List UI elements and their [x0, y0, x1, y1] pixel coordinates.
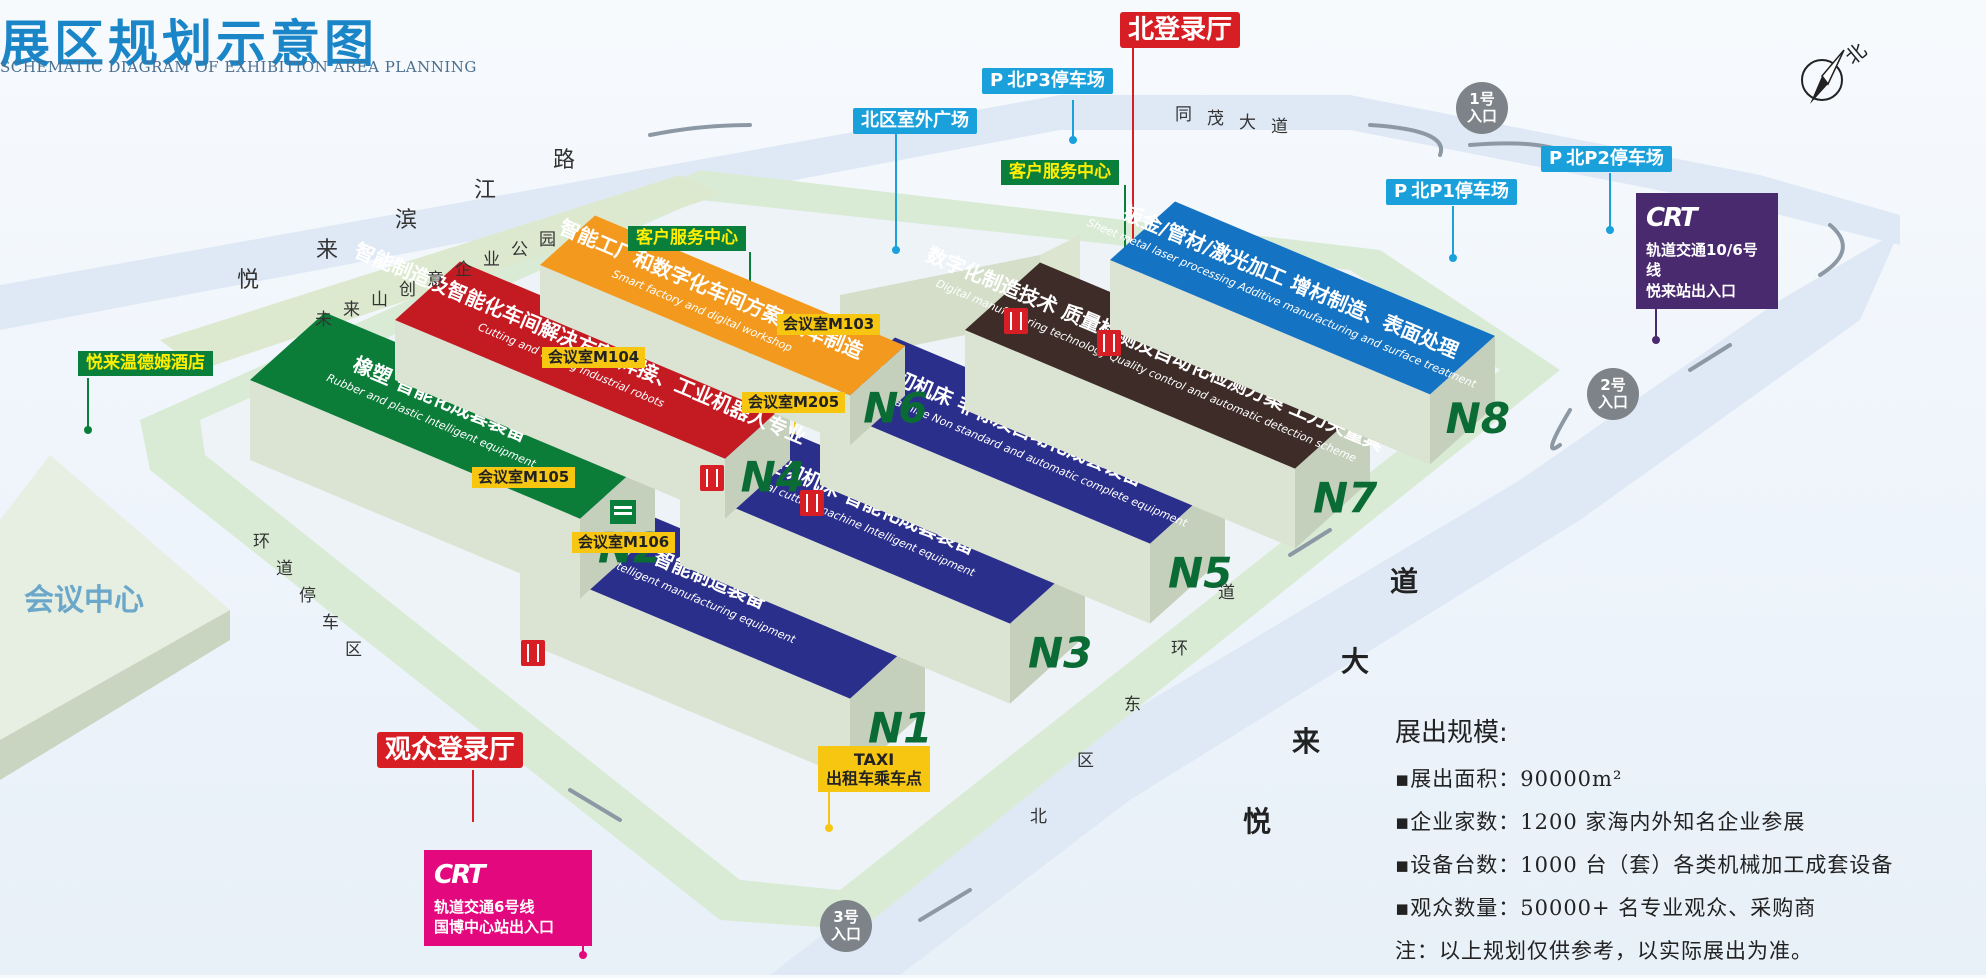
service-center-west-label[interactable]: 客户服务中心 [628, 226, 746, 251]
north-plaza-label[interactable]: 北区室外广场 [853, 108, 977, 134]
road-char: 区 [1077, 751, 1094, 771]
meeting-room-m105[interactable]: 会议室M105 [472, 467, 576, 488]
entrance-3[interactable]: 3号入口 [820, 900, 872, 952]
stats-companies: ▪企业家数：1200 家海内外知名企业参展 [1395, 810, 1806, 834]
entrance-1[interactable]: 1号入口 [1456, 82, 1508, 134]
road-char: 停 [299, 586, 316, 606]
page-title: 展区规划示意图 [0, 14, 378, 73]
hall-end-wall [580, 451, 655, 599]
metro-north-exit[interactable]: CRT 轨道交通10/6号线 悦来站出入口 [1636, 193, 1778, 309]
road-char: 来 [1292, 725, 1321, 758]
hall-number: N4 [741, 453, 805, 502]
hotel-label[interactable]: 悦来温德姆酒店 [78, 351, 213, 376]
exhibition-scale-panel: 展出规模: ▪展出面积：90000m² ▪企业家数：1200 家海内外知名企业参… [1395, 712, 1893, 978]
meeting-room-m104[interactable]: 会议室M104 [542, 347, 646, 368]
hall-number: N3 [1028, 629, 1092, 678]
road-char: 业 [483, 250, 500, 270]
stats-area: ▪展出面积：90000m² [1395, 767, 1623, 791]
road-char: 车 [322, 613, 339, 633]
road-char: 意 [427, 270, 444, 290]
conference-top [0, 455, 230, 740]
taxi-stand-label[interactable]: TAXI 出租车乘车点 [818, 746, 931, 793]
hall-end-wall [725, 400, 790, 519]
hall-number: N7 [1313, 474, 1378, 523]
road-char: 道 [1218, 583, 1235, 603]
road-char: 环 [1171, 639, 1188, 659]
stats-equipment: ▪设备台数：1000 台（套）各类机械加工成套设备 [1395, 853, 1894, 877]
road-char: 路 [553, 148, 576, 173]
road-char: 环 [253, 532, 270, 552]
hall-roof [965, 262, 1370, 469]
road-char: 山 [371, 290, 388, 310]
hall-end-wall [850, 345, 905, 446]
service-center-north-label[interactable]: 客户服务中心 [1001, 160, 1119, 185]
hall-number: N8 [1446, 394, 1510, 443]
hall-end-wall [1150, 476, 1225, 624]
north-road [0, 95, 1900, 330]
road-char: 江 [474, 178, 497, 203]
road-char: 悦 [1243, 805, 1272, 838]
road-char: 道 [276, 559, 293, 579]
road-char: 未 [315, 310, 332, 330]
meeting-room-m103[interactable]: 会议室M103 [777, 314, 881, 335]
compass-icon [1801, 49, 1845, 104]
conference-side [0, 610, 230, 780]
road-char: 悦 [237, 268, 260, 293]
hall-wall [965, 330, 1295, 549]
road-char: 企 [455, 260, 472, 280]
hall-wall [680, 485, 1010, 704]
road-char: 北 [1030, 807, 1047, 827]
road-char: 茂 [1207, 109, 1224, 129]
road-char: 来 [316, 238, 339, 263]
road-char: 东 [1124, 695, 1141, 715]
meeting-room-m106[interactable]: 会议室M106 [572, 532, 676, 553]
hall-roof [680, 417, 1085, 624]
road-char: 创 [399, 280, 416, 300]
hall-end-wall [1295, 401, 1370, 549]
road-char: 来 [343, 300, 360, 320]
entrance-2[interactable]: 2号入口 [1587, 368, 1639, 420]
conference-center-label[interactable]: 会议中心 [24, 583, 144, 618]
hall-wall [820, 405, 1150, 624]
road-char: 大 [1341, 645, 1370, 678]
hall-number: N5 [1168, 549, 1232, 598]
road-char: 大 [1239, 113, 1256, 133]
hall-number: N1 [868, 704, 932, 753]
hall-end-wall [1430, 335, 1495, 465]
hall-wall [250, 380, 580, 599]
hall-wall [1110, 260, 1430, 465]
meeting-room-m205[interactable]: 会议室M205 [742, 392, 846, 413]
stats-heading: 展出规模: [1395, 718, 1508, 748]
stats-visitors: ▪观众数量：50000+ 名专业观众、采购商 [1395, 896, 1817, 920]
road-char: 同 [1175, 105, 1192, 125]
post-office-icon [610, 500, 636, 524]
hall-roof [540, 215, 905, 396]
hall-n3[interactable]: 金切机床 智能化成套装备Metal cutting machine Intell… [680, 417, 1092, 704]
north-lobby-label[interactable]: 北登录厅 [1120, 12, 1241, 48]
visitor-lobby-label[interactable]: 观众登录厅 [377, 732, 524, 768]
road-char: 道 [1271, 117, 1288, 137]
hall-number: N6 [863, 384, 927, 433]
stats-note: 注：以上规划仅供参考，以实际展出为准。 [1395, 939, 1813, 963]
hall-end-wall [1010, 556, 1085, 704]
hall-wall [520, 560, 850, 779]
page-subtitle: SCHEMATIC DIAGRAM OF EXHIBITION AREA PLA… [0, 58, 477, 76]
hall-wall [395, 320, 725, 519]
road-char: 公 [511, 240, 528, 260]
road-char: 园 [539, 230, 556, 250]
road-char: 道 [1390, 565, 1419, 598]
hall-end-wall [850, 631, 925, 779]
hall-roof [1110, 201, 1495, 395]
road-char: 区 [345, 640, 362, 660]
road-char: 滨 [395, 208, 418, 233]
hall-roof [820, 337, 1225, 544]
park-strip [160, 175, 720, 370]
metro-south-exit[interactable]: CRT 轨道交通6号线 国博中心站出入口 [424, 850, 592, 946]
